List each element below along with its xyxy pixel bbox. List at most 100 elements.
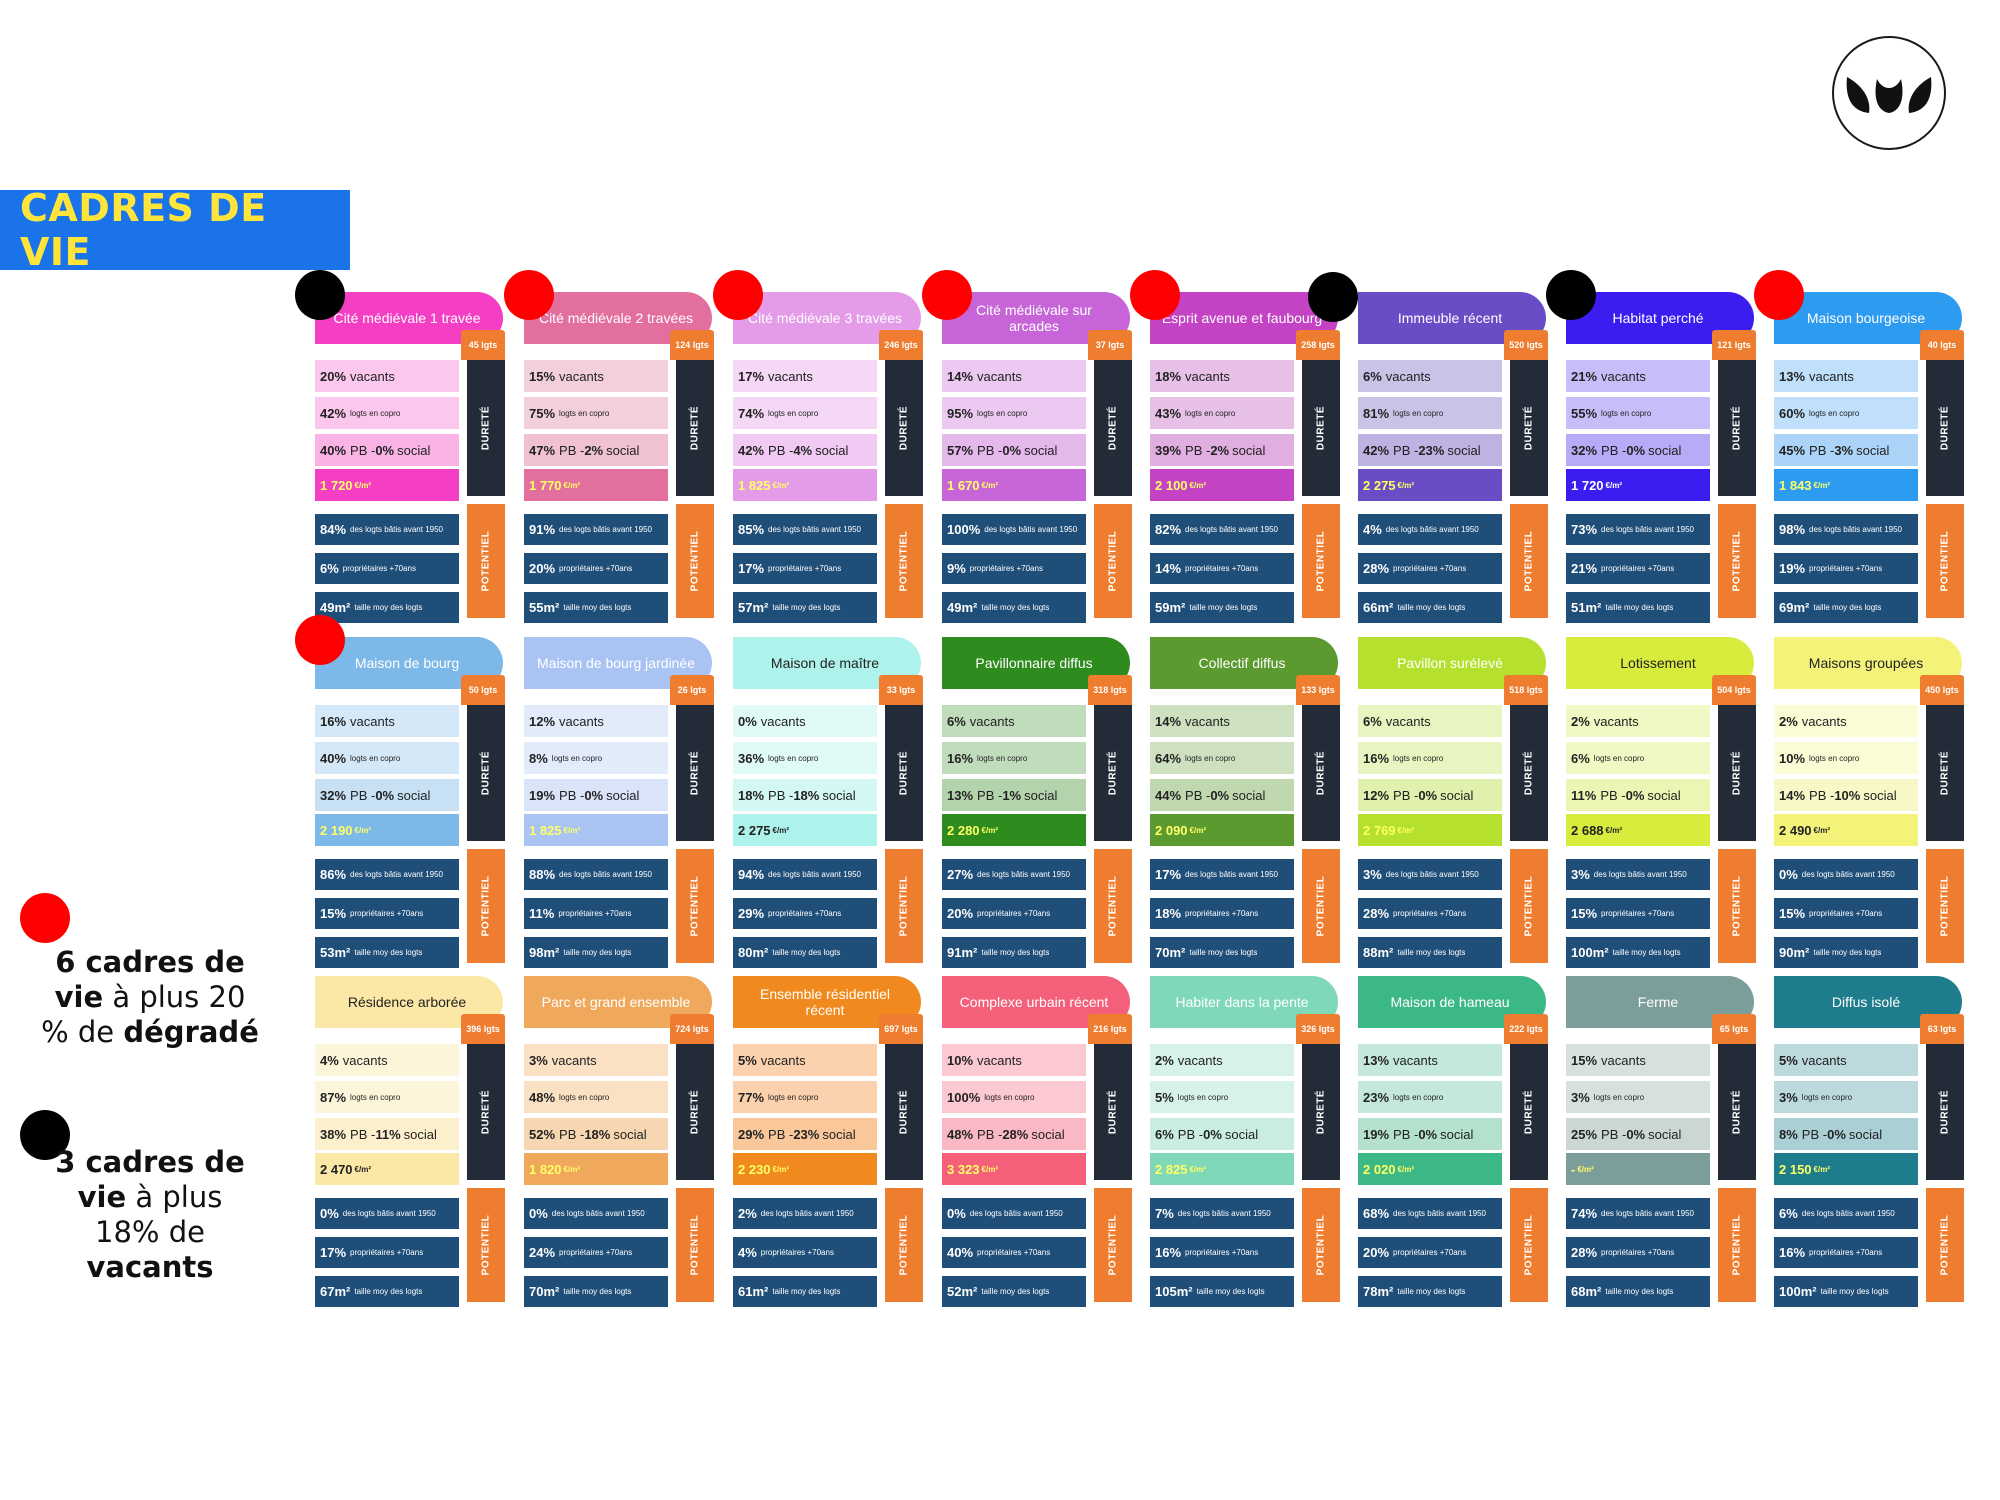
price-cell: 2 150€/m² (1774, 1153, 1918, 1185)
cadre-title: Maisons groupées (1774, 637, 1962, 689)
logements-count: 63 lgts (1920, 1014, 1964, 1044)
vacants-cell: 17%vacants (733, 360, 877, 392)
vacants-cell: 5%vacants (1774, 1044, 1918, 1076)
potentiel-bar: POTENTIEL (1926, 849, 1964, 963)
page-title: CADRES DE VIE (0, 186, 350, 274)
durete-label: DURETÉ (689, 1089, 701, 1135)
red-marker-dot (504, 270, 554, 320)
pb-social-cell: 12%PB - 0%social (1358, 779, 1502, 811)
logements-count: 45 lgts (461, 330, 505, 360)
vacants-cell: 12%vacants (524, 705, 668, 737)
avant-1950-cell: 3%des logts bâtis avant 1950 (1358, 859, 1502, 890)
vacants-cell: 20%vacants (315, 360, 459, 392)
pb-social-cell: 42%PB - 4%social (733, 434, 877, 466)
potentiel-label: POTENTIEL (480, 875, 492, 937)
vacants-cell: 13%vacants (1774, 360, 1918, 392)
avant-1950-cell: 0%des logts bâtis avant 1950 (524, 1198, 668, 1229)
potentiel-label: POTENTIEL (1315, 1214, 1327, 1276)
durete-bar: DURETÉ (676, 1044, 714, 1180)
copro-cell: 74%logts en copro (733, 397, 877, 429)
avant-1950-cell: 17%des logts bâtis avant 1950 (1150, 859, 1294, 890)
copro-cell: 87%logts en copro (315, 1081, 459, 1113)
price-cell: 1 820€/m² (524, 1153, 668, 1185)
price-cell: 1 720€/m² (315, 469, 459, 501)
pb-social-cell: 57%PB - 0%social (942, 434, 1086, 466)
durete-bar: DURETÉ (885, 1044, 923, 1180)
copro-cell: 3%logts en copro (1566, 1081, 1710, 1113)
proprietaires-cell: 24%propriétaires +70ans (524, 1237, 668, 1268)
potentiel-label: POTENTIEL (898, 875, 910, 937)
durete-label: DURETÉ (1315, 405, 1327, 451)
durete-bar: DURETÉ (1302, 705, 1340, 841)
vacants-cell: 18%vacants (1150, 360, 1294, 392)
price-cell: 2 688€/m² (1566, 814, 1710, 846)
durete-bar: DURETÉ (1718, 705, 1756, 841)
potentiel-bar: POTENTIEL (1510, 504, 1548, 618)
logements-count: 326 lgts (1296, 1014, 1340, 1044)
black-marker-dot (295, 270, 345, 320)
potentiel-label: POTENTIEL (1315, 875, 1327, 937)
avant-1950-cell: 0%des logts bâtis avant 1950 (315, 1198, 459, 1229)
avant-1950-cell: 4%des logts bâtis avant 1950 (1358, 514, 1502, 545)
proprietaires-cell: 4%propriétaires +70ans (733, 1237, 877, 1268)
logo-mark-icon (1846, 77, 1932, 113)
durete-label: DURETÉ (689, 405, 701, 451)
vacants-cell: 16%vacants (315, 705, 459, 737)
potentiel-bar: POTENTIEL (676, 849, 714, 963)
price-cell: 1 825€/m² (524, 814, 668, 846)
vacants-cell: 15%vacants (1566, 1044, 1710, 1076)
durete-label: DURETÉ (480, 1089, 492, 1135)
avant-1950-cell: 0%des logts bâtis avant 1950 (1774, 859, 1918, 890)
avant-1950-cell: 86%des logts bâtis avant 1950 (315, 859, 459, 890)
vacants-cell: 13%vacants (1358, 1044, 1502, 1076)
price-cell: 2 090€/m² (1150, 814, 1294, 846)
potentiel-bar: POTENTIEL (1302, 1188, 1340, 1302)
durete-bar: DURETÉ (1094, 1044, 1132, 1180)
potentiel-bar: POTENTIEL (1926, 1188, 1964, 1302)
avant-1950-cell: 98%des logts bâtis avant 1950 (1774, 514, 1918, 545)
pb-social-cell: 39%PB - 2%social (1150, 434, 1294, 466)
potentiel-bar: POTENTIEL (1302, 849, 1340, 963)
logements-count: 724 lgts (670, 1014, 714, 1044)
copro-cell: 64%logts en copro (1150, 742, 1294, 774)
pb-social-cell: 19%PB - 0%social (524, 779, 668, 811)
proprietaires-cell: 17%propriétaires +70ans (733, 553, 877, 584)
logements-count: 124 lgts (670, 330, 714, 360)
logements-count: 26 lgts (670, 675, 714, 705)
price-cell: 1 825€/m² (733, 469, 877, 501)
potentiel-label: POTENTIEL (1939, 875, 1951, 937)
logements-count: 396 lgts (461, 1014, 505, 1044)
legend-black-dot (20, 1110, 70, 1160)
price-cell: 1 670€/m² (942, 469, 1086, 501)
